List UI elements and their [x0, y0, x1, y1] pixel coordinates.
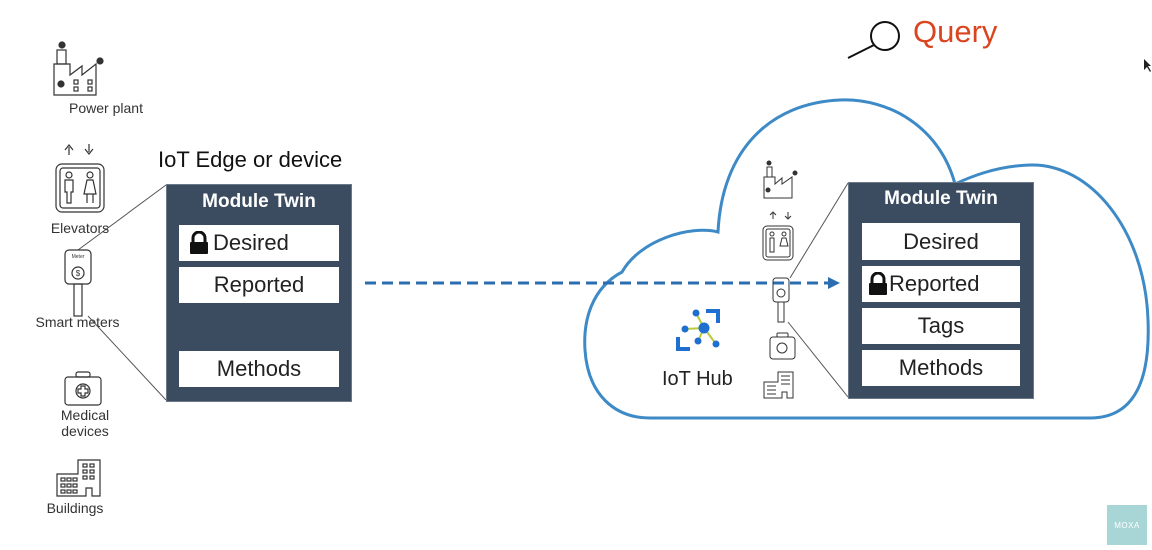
building-icon	[763, 371, 794, 399]
medical-kit-icon	[769, 332, 796, 360]
magnifier-icon	[847, 21, 900, 59]
row-label: Desired	[213, 230, 289, 255]
elevator-icon	[55, 144, 105, 213]
logo-text: MOXA	[1114, 520, 1140, 530]
smart-meter-icon: $ Meter	[64, 249, 92, 317]
twin-row-desired[interactable]: Desired	[179, 225, 339, 261]
power-plant-icon	[53, 41, 104, 96]
dashed-arrow	[365, 277, 840, 289]
moxa-logo: MOXA	[1107, 505, 1147, 545]
svg-text:Meter: Meter	[72, 254, 85, 260]
twin-row-methods[interactable]: Methods	[179, 351, 339, 387]
row-label: Desired	[903, 228, 979, 254]
twin-row-reported[interactable]: Reported	[862, 266, 1020, 302]
row-label: Methods	[216, 356, 302, 381]
zoom-line-top	[789, 182, 849, 279]
power-plant-icon	[763, 160, 798, 199]
mouse-cursor-icon	[1144, 59, 1151, 72]
iot-hub-icon	[676, 309, 720, 351]
row-label: Tags	[917, 313, 965, 338]
edge-title: IoT Edge or device	[158, 147, 343, 172]
device-label-power-plant: Power plant	[69, 100, 143, 116]
row-label: Methods	[898, 355, 984, 380]
device-label-smart-meters: Smart meters	[35, 314, 120, 330]
zoom-line-bottom	[787, 321, 849, 398]
twin-row-reported[interactable]: Reported	[179, 267, 339, 303]
hub-module-twin: Module Twin Desired Reported Tags Method…	[848, 182, 1034, 399]
device-label-elevators: Elevators	[50, 220, 110, 236]
lock-icon	[190, 231, 208, 254]
zoom-line-top	[77, 184, 167, 251]
smart-meter-icon	[772, 277, 790, 323]
row-label: Reported	[213, 272, 305, 297]
iot-hub-label: IoT Hub	[662, 368, 733, 390]
svg-text:$: $	[76, 269, 81, 278]
zoom-line-bottom	[87, 315, 167, 401]
building-icon	[56, 459, 101, 497]
twin-title: Module Twin	[884, 188, 998, 209]
cloud-outline	[583, 98, 1150, 420]
twin-row-tags[interactable]: Tags	[862, 308, 1020, 344]
twin-title: Module Twin	[202, 191, 316, 212]
device-label-medical-devices: Medical devices	[60, 407, 110, 439]
medical-kit-icon	[64, 371, 102, 406]
query-label: Query	[913, 14, 998, 49]
twin-row-desired[interactable]: Desired	[862, 223, 1020, 260]
twin-row-methods[interactable]: Methods	[862, 350, 1020, 386]
device-label-buildings: Buildings	[46, 500, 104, 516]
row-label: Reported	[889, 271, 980, 296]
elevator-icon	[762, 211, 794, 261]
lock-icon	[869, 272, 887, 295]
edge-module-twin: Module Twin Desired Reported Methods	[166, 184, 352, 402]
